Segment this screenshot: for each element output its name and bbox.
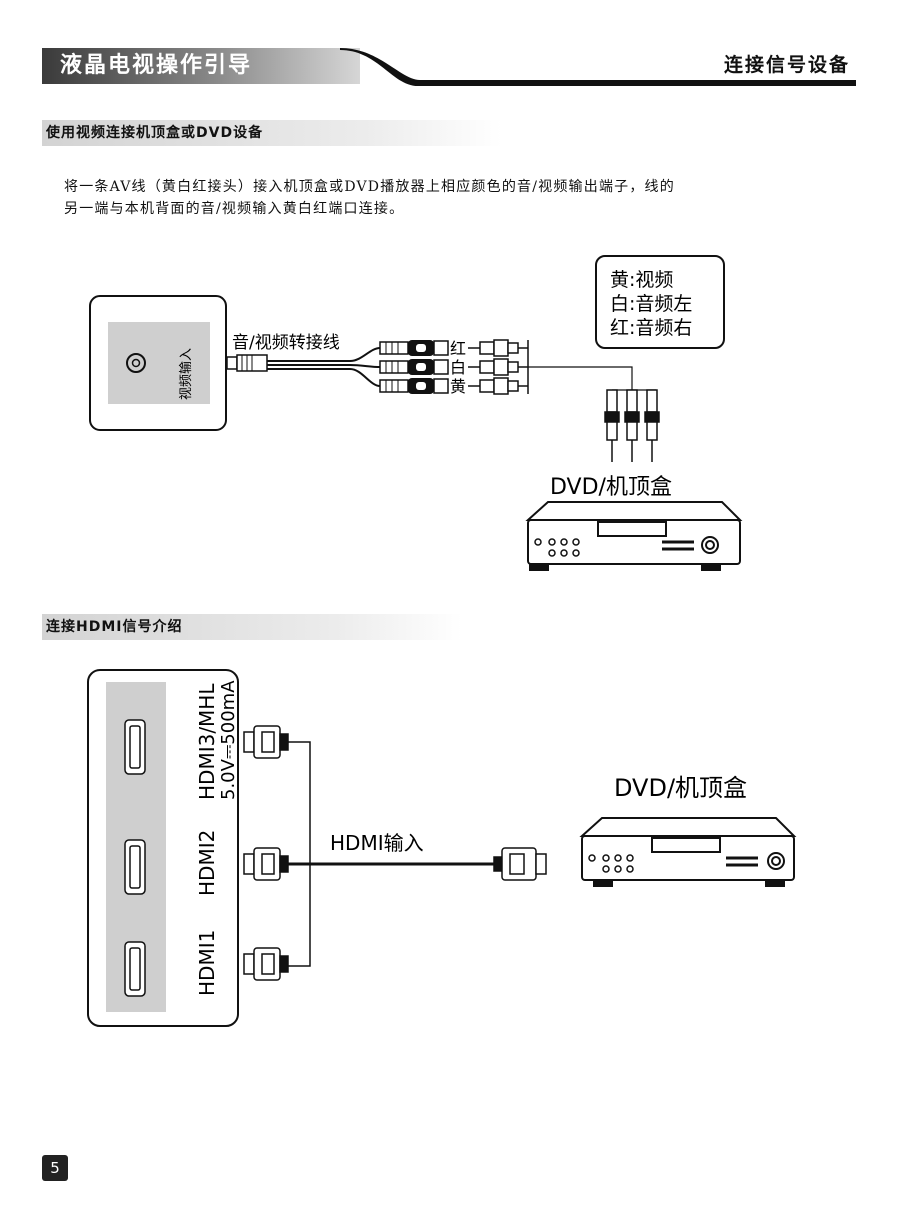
av-jack-icon [126,353,146,373]
section1-bar: 使用视频连接机顶盒或DVD设备 [42,120,502,146]
hdmi1-label: HDMI1 [195,930,219,996]
section2-bar: 连接HDMI信号介绍 [42,614,462,640]
tv-port-label: 视频输入 [178,348,194,400]
av-cable-label: 音/视频转接线 [232,333,340,353]
hdmi-plug-1-icon [243,947,289,981]
section1-title: 使用视频连接机顶盒或DVD设备 [46,125,264,141]
hdmi-plug-device-icon [493,847,547,881]
av-device-label: DVD/机顶盒 [550,475,672,500]
header-left-title: 液晶电视操作引导 [60,53,253,78]
paragraph-line-2: 另一端与本机背面的音/视频输入黄白红端口连接。 [64,201,405,217]
dvd-player-icon-2 [579,817,797,887]
av-connection-diagram: 视频输入 音/视频转接线 红 白 黄 [89,255,743,571]
hdmi-plug-2-icon [243,847,289,881]
paragraph-line-1: 将一条AV线（黄白红接头）接入机顶盒或DVD播放器上相应颜色的音/视频输出端子，… [64,179,675,195]
color-legend-box [595,255,725,349]
hdmi-device-label: DVD/机顶盒 [614,774,747,802]
header-right-title: 连接信号设备 [723,54,850,76]
plug-label-white: 白 [450,358,466,377]
hdmi2-label: HDMI2 [195,830,219,896]
hdmi-cable-label: HDMI输入 [330,831,424,855]
legend-line-1: 黄:视频 [610,269,673,291]
plug-label-yellow: 黄 [450,377,466,396]
hdmi3-power-label: 5.0V⎓500mA [218,680,239,800]
rca-sockets-icon [468,339,529,395]
hdmi-connection-diagram: HDMI3/MHL 5.0V⎓500mA HDMI2 HDMI1 HDMI输入 … [87,669,797,1027]
legend-line-2: 白:音频左 [610,293,692,315]
hdmi3-label: HDMI3/MHL [195,683,219,800]
legend-line-3: 红:音频右 [610,317,692,339]
tv-port-area [108,322,210,404]
header-rule [340,48,856,86]
vertical-rca-plugs-icon [604,389,660,462]
dvd-player-icon-1 [525,501,743,571]
plug-label-red: 红 [450,339,466,358]
header-left-banner [42,48,360,84]
rca-plug-red-icon [379,340,449,356]
hdmi-port-3-icon [124,719,146,775]
mini-plug-icon [226,356,238,370]
rca-plug-yellow-icon [379,378,449,394]
hdmi-port-2-icon [124,839,146,895]
section1-paragraph: 将一条AV线（黄白红接头）接入机顶盒或DVD播放器上相应颜色的音/视频输出端子，… [64,176,824,220]
hdmi-port-1-icon [124,941,146,997]
rca-plug-white-icon [379,359,449,375]
hdmi-plug-3-icon [243,725,289,759]
page-number: 5 [42,1155,68,1181]
section2-title: 连接HDMI信号介绍 [46,619,183,635]
